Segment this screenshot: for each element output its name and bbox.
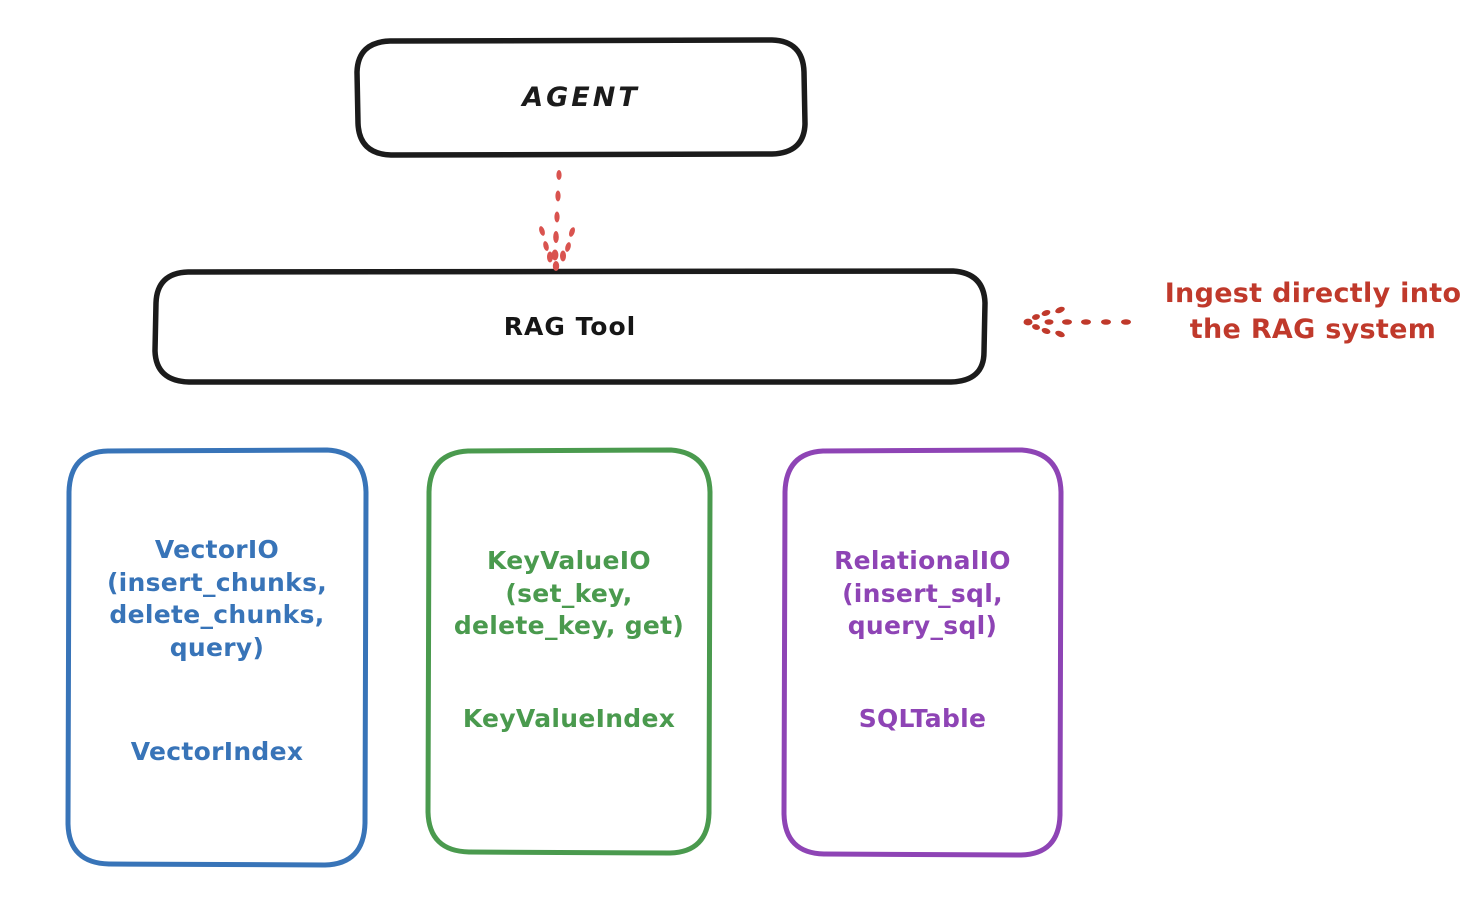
rag-tool-label: RAG Tool	[503, 311, 637, 341]
vector-io-api-label: VectorIO (insert_chunks, delete_chunks, …	[106, 535, 328, 662]
agent-to-rag-tool-arrow	[539, 170, 575, 271]
rag-tool-node[interactable]: RAG Tool	[155, 271, 985, 382]
agent-label: AGENT	[522, 81, 640, 113]
key-value-io-node[interactable]: KeyValueIO (set_key, delete_key, get) Ke…	[428, 450, 710, 854]
ingest-annotation-label: Ingest directly into the RAG system	[1164, 278, 1462, 345]
relational-io-node[interactable]: RelationalIO (insert_sql, query_sql) SQL…	[784, 450, 1061, 856]
relational-io-api-label: RelationalIO (insert_sql, query_sql)	[834, 546, 1011, 640]
key-value-io-index-label: KeyValueIndex	[462, 704, 676, 733]
relational-io-index-label: SQLTable	[858, 704, 987, 733]
ingest-to-rag-tool-arrow	[1023, 306, 1131, 338]
agent-node[interactable]: AGENT	[357, 40, 805, 155]
vector-io-index-label: VectorIndex	[130, 737, 304, 766]
key-value-io-api-label: KeyValueIO (set_key, delete_key, get)	[453, 546, 685, 640]
vector-io-node[interactable]: VectorIO (insert_chunks, delete_chunks, …	[68, 450, 366, 866]
